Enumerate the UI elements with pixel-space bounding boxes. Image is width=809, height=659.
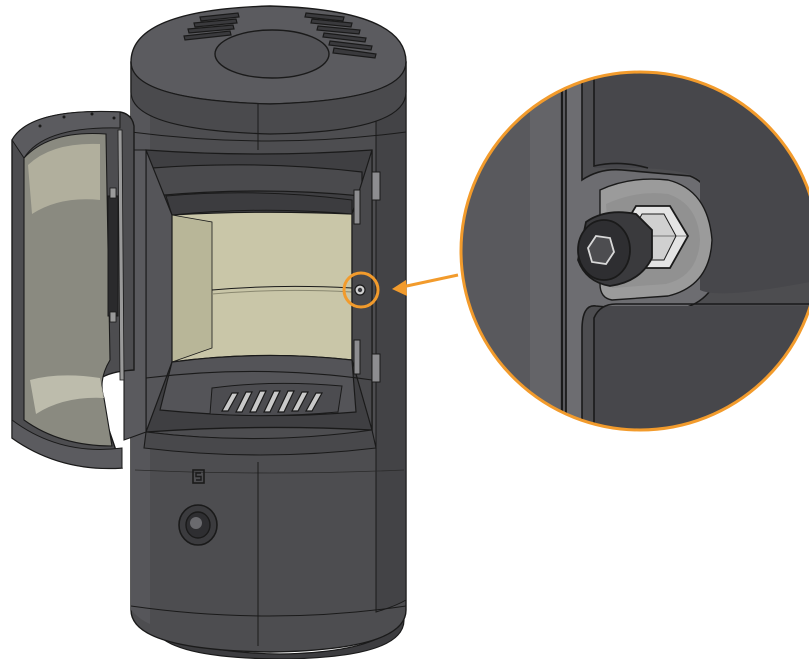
flue-outlet xyxy=(214,29,330,79)
latch-plates xyxy=(353,171,381,383)
baffle xyxy=(151,164,363,197)
detail-magnifier xyxy=(461,72,809,430)
grate xyxy=(209,382,343,417)
callout-arrow-line xyxy=(401,273,459,289)
logo-badge xyxy=(192,469,205,484)
callout xyxy=(342,271,459,309)
bolt-on-stove xyxy=(354,284,366,296)
detail-magnifier-border xyxy=(459,70,809,432)
callout-arrow-head xyxy=(392,280,407,296)
hex-socket-bolt xyxy=(577,211,653,287)
top-vents-right xyxy=(304,12,377,59)
door-glass xyxy=(23,132,113,447)
hex-socket-icon xyxy=(587,235,615,265)
top-vents-left xyxy=(183,12,240,41)
stove xyxy=(123,5,407,659)
callout-marker xyxy=(342,271,380,309)
open-door xyxy=(11,110,135,470)
door-handle xyxy=(107,195,119,317)
air-control-knob xyxy=(178,504,218,546)
